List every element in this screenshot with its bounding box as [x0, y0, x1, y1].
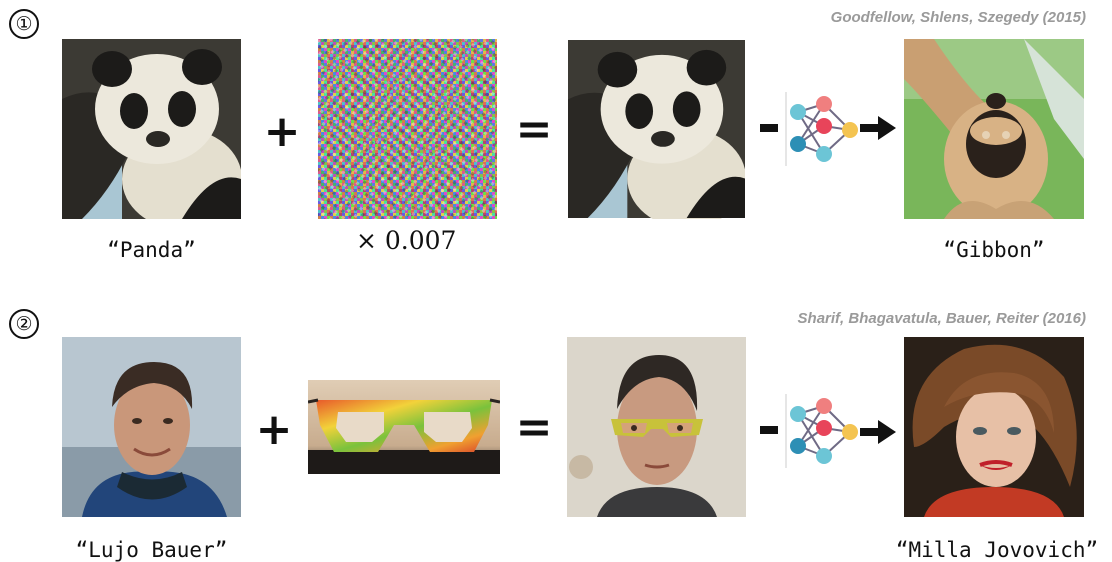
equals-sign-1: =: [515, 104, 553, 155]
perturbed-panda-image: [568, 39, 745, 219]
right-arrow-icon: [860, 420, 896, 444]
citation-2: Sharif, Bhagavatula, Bauer, Reiter (2016…: [797, 310, 1086, 327]
output-label-2: “Milla Jovovich”: [895, 538, 1099, 562]
neural-network-icon: [760, 92, 858, 166]
lujo-bauer-photo: [62, 337, 241, 517]
milla-jovovich-photo: [904, 337, 1084, 517]
step-number-1: ①: [9, 9, 39, 39]
input-label-2: “Lujo Bauer”: [75, 538, 228, 562]
bauer-with-glasses-photo: [567, 337, 746, 517]
adversarial-noise-image: [318, 39, 497, 219]
panda-image: [62, 39, 241, 219]
perturbation-scale: × 0.007: [356, 226, 457, 255]
right-arrow-icon: [860, 116, 896, 140]
plus-sign-1: +: [263, 106, 301, 157]
output-label-1: “Gibbon”: [943, 238, 1045, 262]
neural-network-icon: [760, 394, 858, 468]
input-label-1: “Panda”: [107, 238, 196, 262]
adversarial-glasses-image: [308, 380, 500, 474]
citation-1: Goodfellow, Shlens, Szegedy (2015): [830, 9, 1086, 26]
step-number-2: ②: [9, 309, 39, 339]
equals-sign-2: =: [515, 402, 553, 453]
plus-sign-2: +: [255, 404, 293, 455]
gibbon-image: [904, 39, 1084, 219]
